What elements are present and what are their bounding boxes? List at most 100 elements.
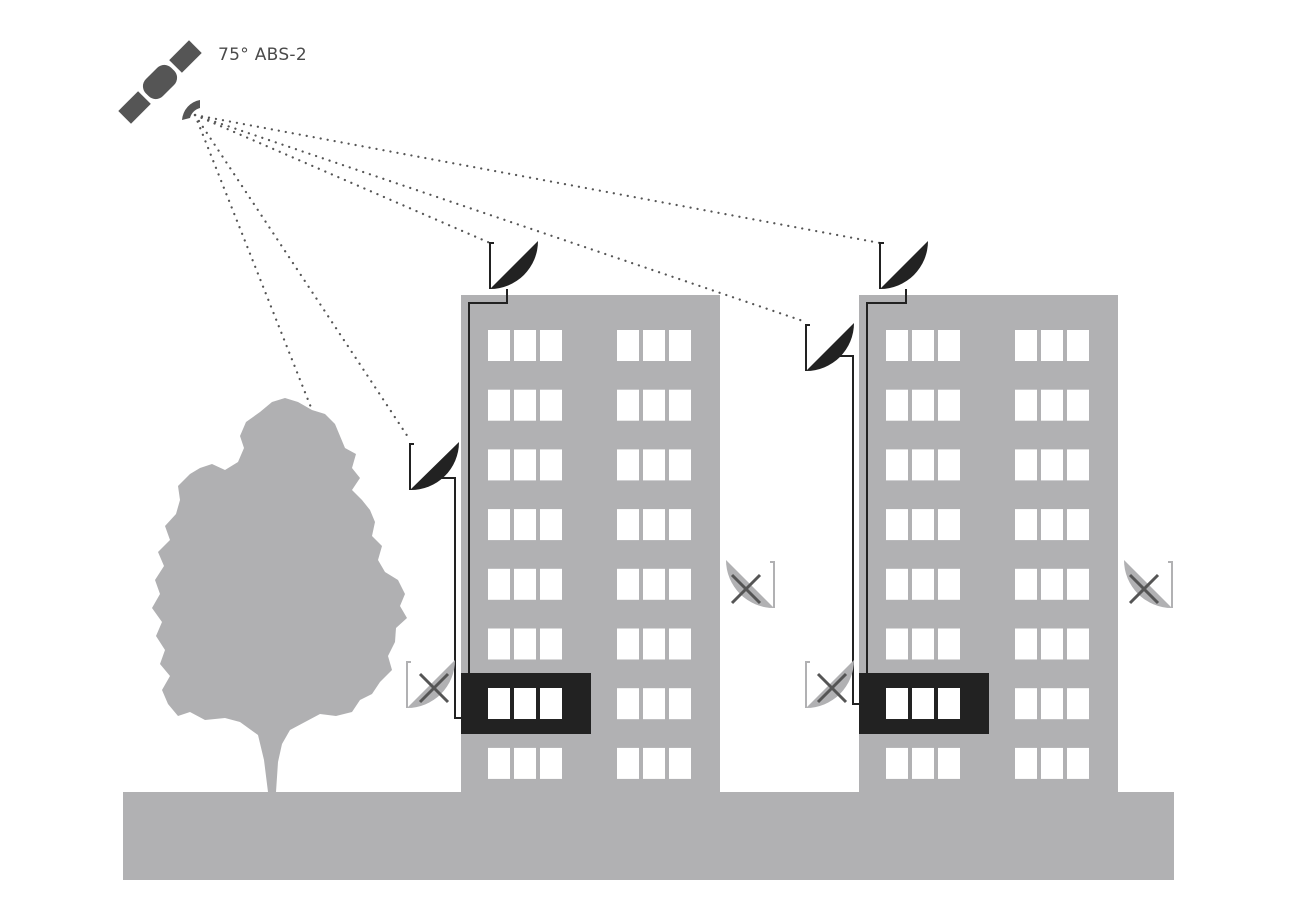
window bbox=[488, 389, 510, 421]
window bbox=[886, 628, 908, 660]
dish-left-side bbox=[409, 442, 461, 719]
dish-blocked-left-wall bbox=[726, 560, 775, 608]
window bbox=[938, 449, 960, 481]
window bbox=[514, 389, 536, 421]
window bbox=[514, 628, 536, 660]
window bbox=[617, 509, 639, 541]
window bbox=[514, 747, 536, 779]
window bbox=[1041, 747, 1063, 779]
window bbox=[540, 509, 562, 541]
satellite-icon bbox=[118, 40, 202, 124]
window bbox=[938, 747, 960, 779]
window bbox=[1015, 688, 1037, 720]
window bbox=[912, 389, 934, 421]
dish-right-roof bbox=[866, 241, 928, 673]
window bbox=[1067, 628, 1089, 660]
window bbox=[886, 389, 908, 421]
ground bbox=[123, 792, 1174, 880]
window bbox=[514, 449, 536, 481]
window bbox=[938, 628, 960, 660]
window bbox=[540, 449, 562, 481]
window bbox=[1015, 568, 1037, 600]
window bbox=[886, 330, 908, 361]
window bbox=[1015, 747, 1037, 779]
window bbox=[488, 509, 510, 541]
window bbox=[1041, 628, 1063, 660]
window bbox=[1067, 330, 1089, 361]
window bbox=[643, 688, 665, 720]
window bbox=[617, 747, 639, 779]
window bbox=[488, 330, 510, 361]
window bbox=[514, 330, 536, 361]
window bbox=[1041, 389, 1063, 421]
window bbox=[1067, 449, 1089, 481]
window bbox=[669, 449, 691, 481]
window bbox=[1015, 389, 1037, 421]
beam-to-right-roof-dish bbox=[193, 113, 882, 245]
window bbox=[938, 330, 960, 361]
window bbox=[617, 330, 639, 361]
window bbox=[669, 628, 691, 660]
window bbox=[540, 747, 562, 779]
building-right bbox=[859, 295, 1118, 792]
window bbox=[1041, 330, 1063, 361]
window bbox=[514, 568, 536, 600]
window bbox=[1041, 449, 1063, 481]
beam-to-gap-dish bbox=[193, 113, 808, 324]
window bbox=[643, 449, 665, 481]
beam-to-tree bbox=[193, 113, 314, 412]
beam-to-left-side-dish bbox=[193, 113, 412, 442]
highlight-apartment-right bbox=[859, 673, 989, 734]
beam-to-left-roof-dish bbox=[193, 113, 492, 245]
dish-blocked-gap-low bbox=[805, 660, 854, 708]
window bbox=[886, 568, 908, 600]
window bbox=[912, 628, 934, 660]
window bbox=[1067, 568, 1089, 600]
window bbox=[488, 568, 510, 600]
window bbox=[1067, 389, 1089, 421]
window bbox=[643, 628, 665, 660]
window bbox=[617, 449, 639, 481]
window bbox=[912, 330, 934, 361]
window bbox=[1041, 568, 1063, 600]
window bbox=[938, 568, 960, 600]
window bbox=[488, 449, 510, 481]
dish-blocked-tree-side bbox=[406, 660, 455, 708]
window bbox=[643, 330, 665, 361]
window bbox=[1067, 509, 1089, 541]
signal-beams bbox=[193, 113, 882, 442]
window bbox=[938, 389, 960, 421]
window bbox=[1015, 330, 1037, 361]
window bbox=[643, 389, 665, 421]
window bbox=[886, 509, 908, 541]
building-left bbox=[461, 295, 720, 792]
dish-gap bbox=[805, 323, 859, 705]
window bbox=[617, 389, 639, 421]
window bbox=[1015, 449, 1037, 481]
building-left-windows bbox=[488, 330, 691, 779]
window bbox=[669, 330, 691, 361]
window bbox=[514, 509, 536, 541]
window bbox=[1041, 688, 1063, 720]
window bbox=[669, 509, 691, 541]
window bbox=[669, 688, 691, 720]
window bbox=[1067, 688, 1089, 720]
tree bbox=[152, 398, 407, 792]
window bbox=[540, 568, 562, 600]
window bbox=[886, 449, 908, 481]
window bbox=[1041, 509, 1063, 541]
dish-blocked-right-wall bbox=[1124, 560, 1173, 608]
window bbox=[1067, 747, 1089, 779]
window bbox=[912, 449, 934, 481]
window bbox=[1015, 628, 1037, 660]
window bbox=[617, 568, 639, 600]
building-right-windows bbox=[886, 330, 1089, 779]
window bbox=[912, 568, 934, 600]
window bbox=[617, 628, 639, 660]
window bbox=[669, 568, 691, 600]
satellite-label: 75° ABS-2 bbox=[218, 45, 307, 65]
window bbox=[488, 747, 510, 779]
dish-left-roof bbox=[468, 241, 538, 673]
window bbox=[488, 628, 510, 660]
